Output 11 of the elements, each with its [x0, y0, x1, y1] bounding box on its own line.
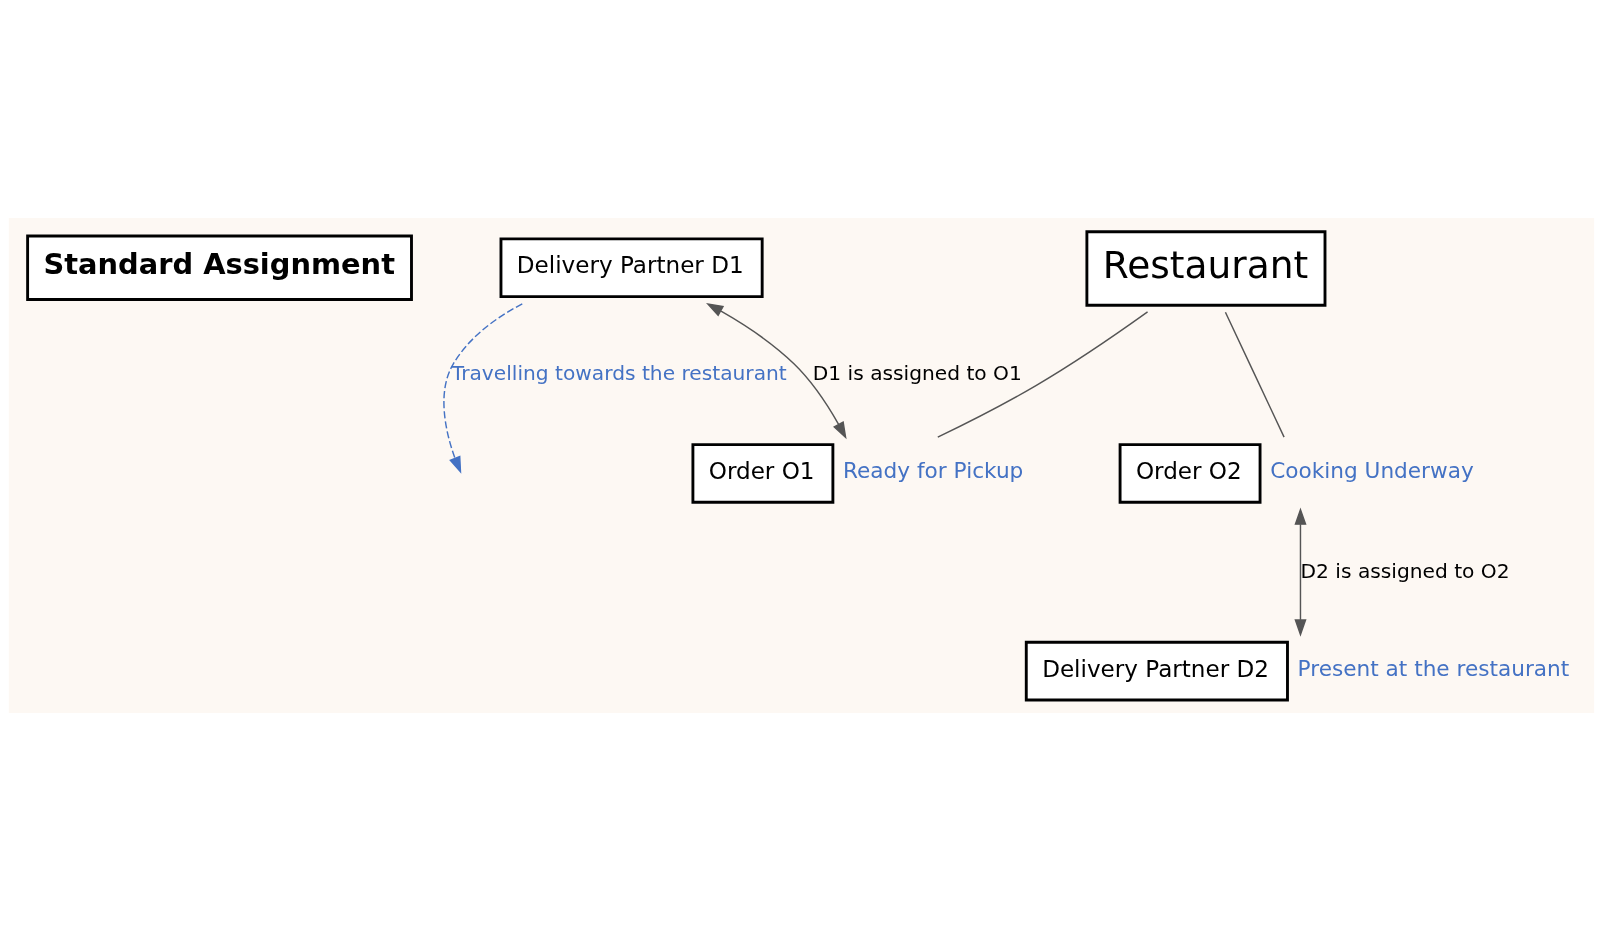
arrow	[443, 302, 523, 474]
node-label: Ready for Pickup	[842, 457, 1024, 483]
connector	[1224, 311, 1285, 438]
arrow	[706, 302, 847, 439]
arrow	[1294, 507, 1307, 637]
edge-label: Travelling towards the restaurant	[451, 360, 787, 385]
edge-label: D1 is assigned to O1	[812, 360, 1022, 385]
node-label: Present at the restaurant	[1297, 655, 1570, 681]
node-label: Cooking Underway	[1270, 457, 1474, 483]
connector	[937, 310, 1149, 438]
edge-label: D2 is assigned to O2	[1300, 558, 1510, 583]
